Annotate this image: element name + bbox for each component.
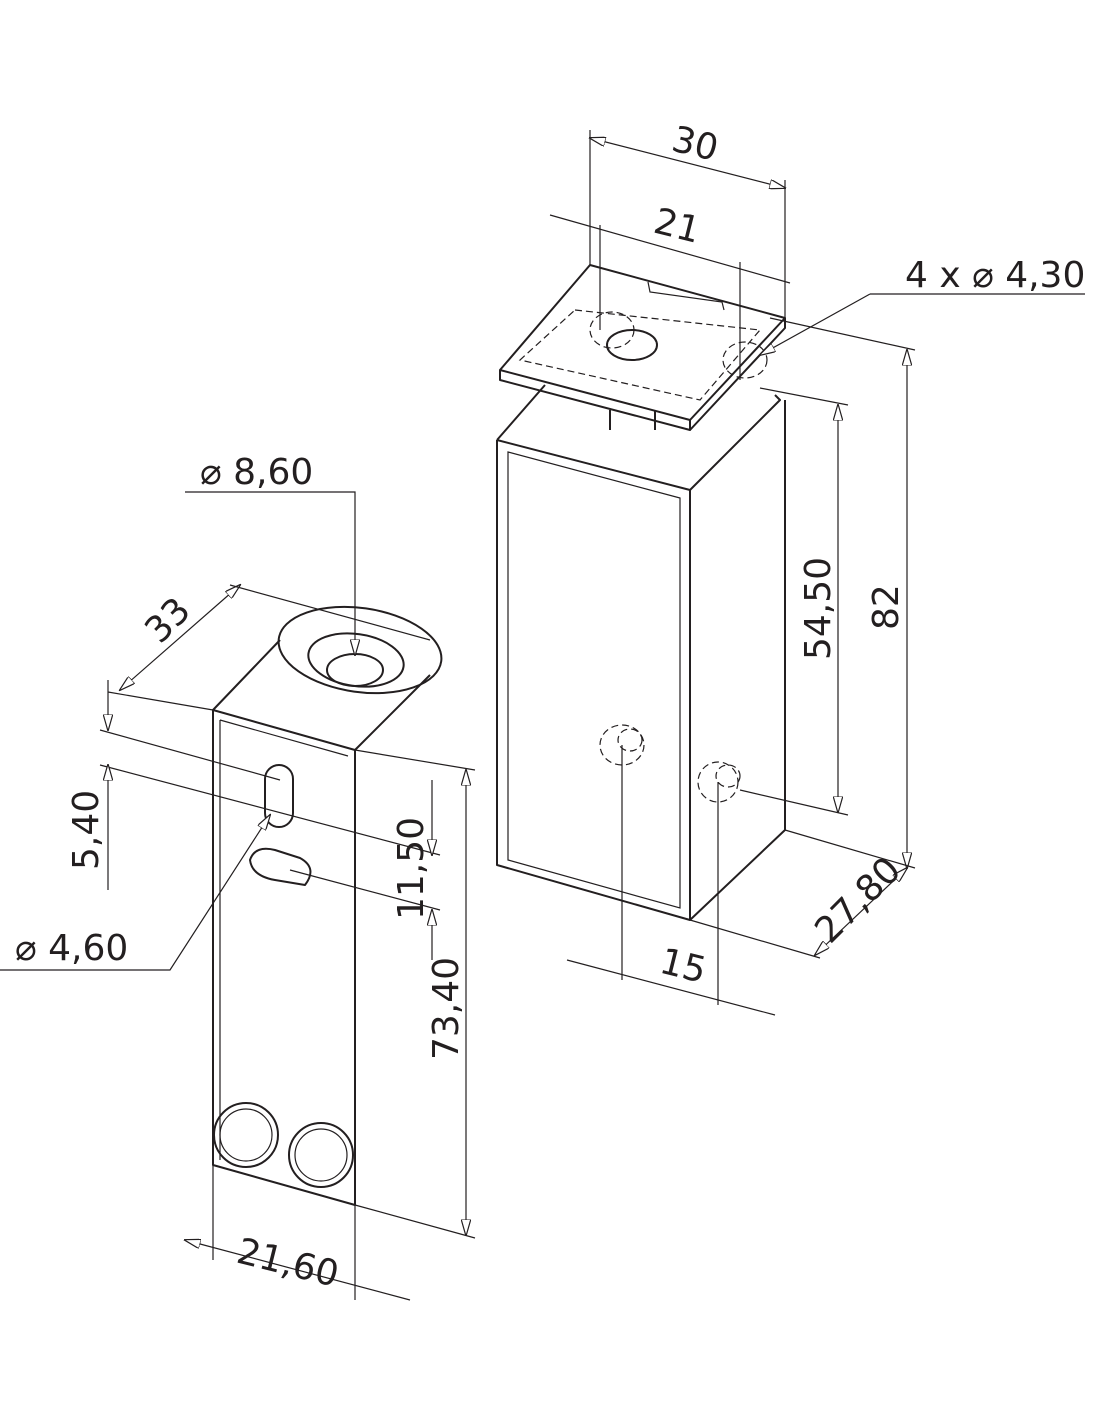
dim-hole-large: ⌀ 8,60: [200, 452, 313, 493]
dim-bracket-height: 73,40: [426, 957, 467, 1060]
dim-hole-spacing: 15: [656, 941, 710, 992]
dim-width-total: 30: [668, 119, 722, 170]
dim-bracket-depth: 33: [137, 590, 198, 651]
dim-slot-offset: 5,40: [66, 790, 107, 870]
dim-depth: 27,80: [807, 849, 909, 951]
dim-height-total: 82: [866, 584, 907, 630]
dim-holes: 4 x ⌀ 4,30: [905, 255, 1085, 296]
dim-hole-small: ⌀ 4,60: [15, 928, 128, 969]
dim-height-holes: 54,50: [798, 557, 839, 660]
dim-width-inner: 21: [650, 201, 704, 252]
dim-bracket-width: 21,60: [233, 1231, 343, 1296]
strike-box: [496, 130, 1085, 1016]
bracket: [0, 491, 476, 1301]
dim-slot-spacing: 11,50: [391, 817, 432, 920]
